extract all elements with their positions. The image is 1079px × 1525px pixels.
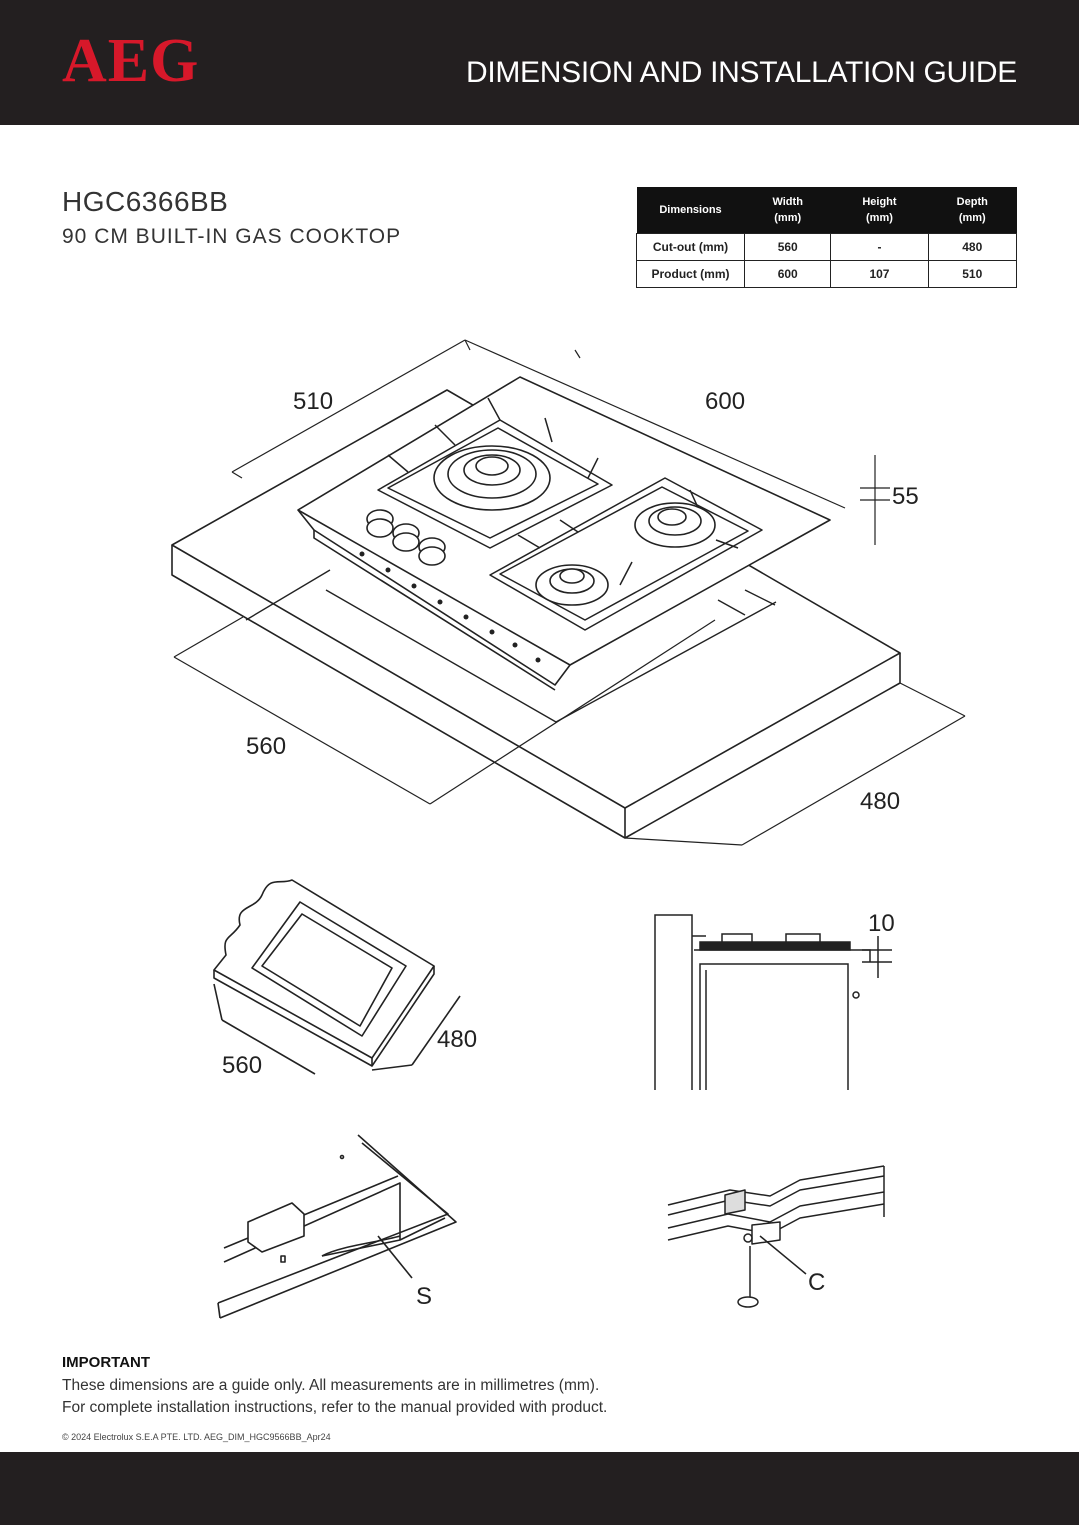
table-row: Cut-out (mm) 560 - 480 (636, 233, 1018, 261)
table-header-cell: Height(mm) (830, 187, 929, 234)
cell-depth: 510 (927, 260, 1018, 288)
table-header-cell: Width(mm) (744, 187, 831, 234)
product-description: 90 CM BUILT-IN GAS COOKTOP (62, 225, 402, 248)
dim-label-600: 600 (705, 388, 745, 415)
cutout-detail-drawing (213, 879, 461, 1075)
important-line-2: For complete installation instructions, … (62, 1399, 608, 1416)
cell-height: 107 (830, 260, 929, 288)
guide-title: DIMENSION AND INSTALLATION GUIDE (465, 56, 1017, 89)
table-row: Product (mm) 600 107 510 (636, 260, 1018, 288)
model-number: HGC6366BB (62, 186, 229, 217)
clamp-label: C (808, 1269, 825, 1296)
dim-label-560: 560 (246, 733, 286, 760)
cell-height: - (830, 233, 929, 261)
footer-bar (0, 1452, 1079, 1525)
important-line-1: These dimensions are a guide only. All m… (62, 1377, 600, 1394)
table-header-row: Dimensions Width(mm) Height(mm) Depth(mm… (636, 187, 1017, 234)
seal-label: S (416, 1283, 432, 1310)
dim-label-55: 55 (892, 483, 919, 510)
detail-dim-label-560: 560 (222, 1052, 262, 1079)
cell-depth: 480 (927, 233, 1018, 261)
dim-label-510: 510 (293, 388, 333, 415)
important-title: IMPORTANT (62, 1354, 151, 1371)
cell-width: 560 (743, 233, 832, 261)
dimension-lines (173, 339, 966, 846)
copyright-text: © 2024 Electrolux S.E.A PTE. LTD. AEG_DI… (62, 1432, 331, 1442)
aeg-logo: AEG (62, 27, 200, 95)
seal-detail-drawing (217, 1134, 457, 1319)
header-bar: AEG DIMENSION AND INSTALLATION GUIDE (0, 0, 1079, 125)
main-cooktop-drawing (171, 339, 966, 846)
burners (433, 445, 716, 606)
cell-width: 600 (743, 260, 832, 288)
control-knobs (366, 509, 446, 566)
dim-label-10: 10 (868, 910, 895, 937)
row-label: Product (mm) (636, 260, 745, 288)
side-section-drawing (654, 914, 892, 1090)
dim-label-480: 480 (860, 788, 900, 815)
front-panel-dots (359, 551, 541, 663)
detail-dim-label-480: 480 (437, 1026, 477, 1053)
clamp-detail-drawing (667, 1165, 885, 1308)
table-header-cell: Depth(mm) (928, 187, 1017, 234)
table-header-cell: Dimensions (636, 187, 745, 234)
important-note: IMPORTANT These dimensions are a guide o… (62, 1354, 607, 1419)
dimensions-table: Dimensions Width(mm) Height(mm) Depth(mm… (636, 187, 1018, 288)
hob-body (297, 376, 831, 691)
